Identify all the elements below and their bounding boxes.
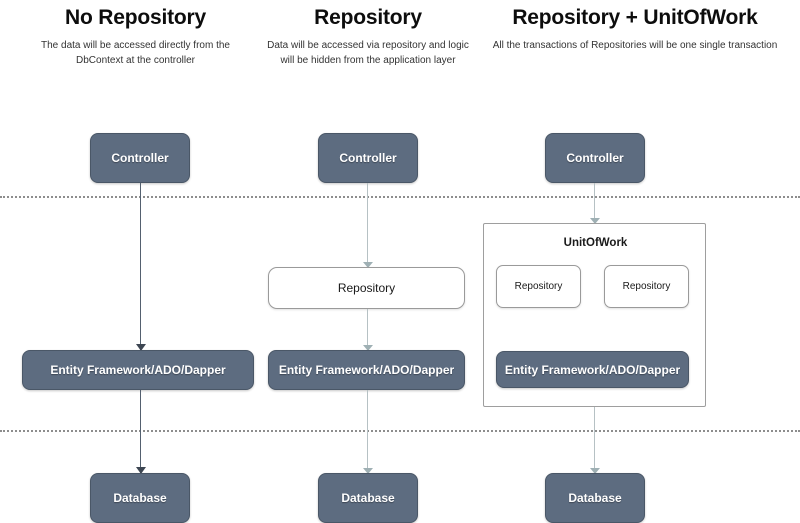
arrow-stem bbox=[594, 407, 595, 473]
node-database-no-repository[interactable]: Database bbox=[90, 473, 190, 523]
arrow-head-icon bbox=[135, 344, 146, 351]
node-controller-repository[interactable]: Controller bbox=[318, 133, 418, 183]
node-database-repository[interactable]: Database bbox=[318, 473, 418, 523]
column-subtitle: All the transactions of Repositories wil… bbox=[492, 40, 778, 52]
arrow-head-icon bbox=[589, 218, 600, 224]
column-header-repository: Repository Data will be accessed via rep… bbox=[253, 6, 483, 68]
node-controller-unitofwork[interactable]: Controller bbox=[545, 133, 645, 183]
column-subtitle: Data will be accessed via repository and… bbox=[267, 40, 469, 66]
node-repository-right-col3[interactable]: Repository bbox=[604, 265, 689, 308]
column-header-repository-unitofwork: Repository + UnitOfWork All the transact… bbox=[480, 6, 790, 54]
column-title: Repository bbox=[314, 6, 422, 29]
node-data-access-no-repository[interactable]: Entity Framework/ADO/Dapper bbox=[22, 350, 254, 390]
arrow-stem bbox=[367, 309, 368, 350]
column-title: Repository + UnitOfWork bbox=[512, 6, 758, 29]
arrow-stem bbox=[367, 390, 368, 473]
arrow-stem bbox=[594, 183, 595, 223]
arrow-stem bbox=[140, 183, 141, 350]
layer-separator-bottom bbox=[0, 430, 800, 432]
arrow-head-icon bbox=[589, 468, 600, 474]
column-header-no-repository: No Repository The data will be accessed … bbox=[8, 6, 263, 68]
node-repository-col2[interactable]: Repository bbox=[268, 267, 465, 309]
arrow-head-icon bbox=[362, 345, 373, 351]
layer-separator-top bbox=[0, 196, 800, 198]
node-data-access-repository[interactable]: Entity Framework/ADO/Dapper bbox=[268, 350, 465, 390]
unitofwork-label: UnitOfWork bbox=[563, 237, 628, 249]
arrow-stem bbox=[140, 390, 141, 473]
node-database-unitofwork[interactable]: Database bbox=[545, 473, 645, 523]
column-title: No Repository bbox=[65, 6, 206, 29]
node-repository-left-col3[interactable]: Repository bbox=[496, 265, 581, 308]
arrow-head-icon bbox=[362, 262, 373, 268]
column-subtitle: The data will be accessed directly from … bbox=[41, 40, 230, 66]
arrow-head-icon bbox=[362, 468, 373, 474]
node-data-access-unitofwork[interactable]: Entity Framework/ADO/Dapper bbox=[496, 351, 689, 388]
arrow-head-icon bbox=[135, 467, 146, 474]
arrow-stem bbox=[367, 183, 368, 267]
node-controller-no-repository[interactable]: Controller bbox=[90, 133, 190, 183]
